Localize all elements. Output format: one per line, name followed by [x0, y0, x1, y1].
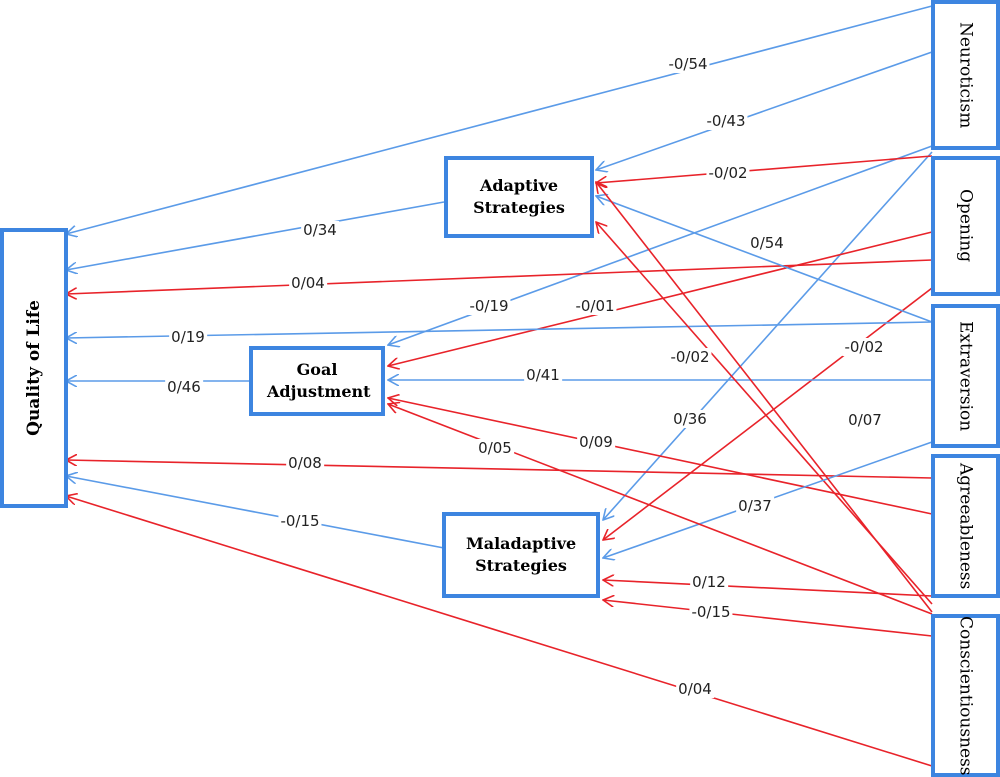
coef-neuroticism-maladaptive: 0/36	[671, 410, 709, 428]
node-adaptive-strategies-label: Adaptive Strategies	[473, 176, 565, 217]
coef-neuroticism-goal: -0/19	[467, 297, 511, 315]
path-opening-maladaptive	[603, 287, 933, 540]
coef-conscientiousness-adaptive: 0/07	[846, 411, 884, 429]
node-maladaptive-strategies: Maladaptive Strategies	[442, 512, 600, 598]
node-neuroticism: Neuroticism	[931, 0, 1000, 150]
coef-maladaptive-quality: -0/15	[278, 512, 322, 530]
coef-adaptive-quality: 0/34	[301, 221, 339, 239]
path-agreeableness-goal	[388, 398, 933, 515]
coef-agreeableness-maladaptive-2: 0/12	[690, 573, 728, 591]
node-goal-adjustment-label: Goal Adjustment	[267, 360, 371, 401]
path-conscientiousness-adaptive	[596, 182, 933, 613]
path-maladaptive-quality	[66, 476, 445, 549]
path-adaptive-quality	[66, 201, 445, 270]
node-maladaptive-strategies-label: Maladaptive Strategies	[466, 534, 577, 575]
coef-agreeableness-goal: 0/09	[577, 433, 615, 451]
coef-opening-adaptive: -0/02	[706, 164, 750, 182]
coef-extraversion-goal: 0/41	[524, 366, 562, 384]
node-opening: Opening	[931, 156, 1000, 296]
coef-neuroticism-quality: -0/54	[666, 55, 710, 73]
path-opening-adaptive	[596, 155, 933, 183]
node-adaptive-strategies: Adaptive Strategies	[444, 156, 594, 238]
path-extraversion-adaptive	[596, 196, 933, 323]
path-neuroticism-maladaptive	[603, 151, 933, 520]
node-conscientiousness-label: Conscientiousness	[955, 615, 976, 776]
path-opening-goal	[388, 231, 933, 366]
coef-agreeableness-adaptive: -0/02	[668, 348, 712, 366]
path-extraversion-quality	[66, 321, 933, 338]
node-extraversion: Extraversion	[931, 304, 1000, 448]
coef-agreeableness-quality: 0/08	[286, 454, 324, 472]
coef-extraversion-quality: 0/19	[169, 328, 207, 346]
coef-opening-quality: 0/04	[289, 274, 327, 292]
node-neuroticism-label: Neuroticism	[955, 21, 976, 129]
node-quality-of-life-label: Quality of Life	[24, 300, 44, 436]
coef-opening-maladaptive: -0/02	[842, 338, 886, 356]
path-opening-quality	[66, 259, 933, 294]
coef-goal-quality: 0/46	[165, 378, 203, 396]
path-conscientiousness-quality	[66, 496, 933, 767]
path-agreeableness-maladaptive-2	[603, 580, 933, 597]
node-goal-adjustment: Goal Adjustment	[249, 346, 385, 416]
node-opening-label: Opening	[955, 189, 976, 263]
path-agreeableness-quality	[66, 460, 933, 479]
coef-agreeableness-maladaptive: 0/37	[736, 497, 774, 515]
path-neuroticism-quality	[66, 5, 933, 234]
node-quality-of-life: Quality of Life	[0, 228, 68, 508]
node-extraversion-label: Extraversion	[955, 320, 976, 432]
path-conscientiousness-maladaptive	[603, 600, 933, 637]
coef-opening-goal: -0/01	[573, 297, 617, 315]
node-conscientiousness: Conscientiousness	[931, 614, 1000, 777]
coef-neuroticism-adaptive: -0/43	[704, 112, 748, 130]
coef-conscientiousness-quality: 0/04	[676, 680, 714, 698]
path-neuroticism-adaptive	[596, 51, 933, 170]
coef-extraversion-adaptive: 0/54	[748, 234, 786, 252]
coef-conscientiousness-goal: 0/05	[476, 439, 514, 457]
node-agreeableness-label: Agreeableness	[955, 462, 976, 590]
coef-conscientiousness-maladaptive: -0/15	[689, 603, 733, 621]
node-agreeableness: Agreeableness	[931, 454, 1000, 598]
